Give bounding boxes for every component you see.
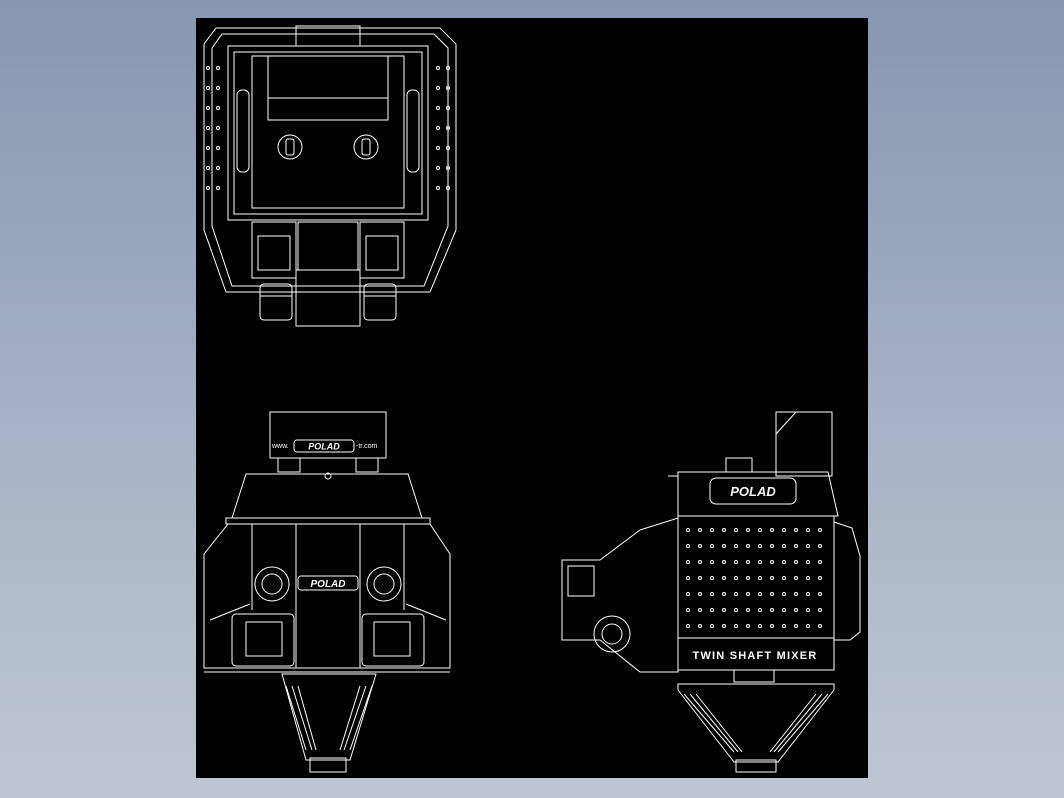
front-view-center-panel	[295, 523, 361, 669]
top-view-left-sight-glass	[236, 89, 250, 173]
top-view-left-port-slot	[285, 138, 295, 156]
front-view-right-brace	[405, 603, 447, 621]
top-view-right-sight-glass	[406, 89, 420, 173]
side-view-label: TWIN SHAFT MIXER	[693, 650, 818, 662]
front-view-hopper-hatch-right	[339, 685, 373, 751]
top-view-right-port	[353, 134, 379, 160]
front-view-panel-logo-frame	[297, 575, 359, 591]
top-view-lid-frame-inner	[233, 51, 423, 215]
side-view-gearbox	[593, 615, 631, 653]
top-view-left-drive-inner	[257, 235, 291, 271]
top-view-discharge-gate	[295, 269, 361, 327]
front-view-lid-center-mark	[324, 472, 332, 480]
front-view-header-box	[269, 411, 387, 459]
top-view-top-cap	[295, 25, 361, 47]
front-view-body	[203, 523, 451, 669]
top-view-right-drive-inner	[365, 235, 399, 271]
front-view-header-logo-frame	[293, 439, 355, 453]
side-view-logo-frame	[709, 477, 797, 505]
top-view-right-motor	[363, 283, 397, 321]
top-view-left-motor	[259, 283, 293, 321]
side-view-drive-cap	[567, 565, 595, 597]
top-view-inspection-hatch	[267, 55, 389, 121]
side-view-tower-step	[775, 411, 797, 435]
side-view: POLAD TWIN SHAFT MIXER	[561, 411, 861, 773]
side-view-cover	[677, 471, 839, 517]
side-view-bolt-grid	[686, 528, 822, 628]
top-view-inner-body	[211, 33, 449, 287]
side-view-hopper-outlet	[735, 759, 777, 773]
front-view-left-motor-plate	[245, 621, 283, 657]
cad-drawing: www. POLAD -tr.com POLAD	[203, 25, 861, 773]
front-view-right-bearing-inner	[373, 573, 395, 595]
front-view-right-inlet	[355, 457, 379, 473]
side-view-tower	[775, 411, 833, 477]
front-view-lid-rim	[225, 517, 431, 525]
front-view-right-motor	[361, 613, 425, 667]
side-view-logo: POLAD	[730, 484, 776, 499]
front-view-panel-logo: POLAD	[311, 579, 346, 590]
front-view-left-bearing-inner	[261, 573, 283, 595]
front-view-right-bearing	[366, 566, 402, 602]
side-view-hopper-hatch-right	[769, 693, 829, 753]
side-view-hopper-hatch-left	[683, 693, 743, 753]
side-view-hopper	[677, 683, 835, 763]
front-view-header-logo: POLAD	[308, 442, 340, 452]
front-view-hopper	[281, 673, 377, 761]
front-view-left-brace	[209, 603, 251, 621]
top-view-left-drive	[251, 221, 297, 279]
top-view-center-chute	[297, 221, 359, 271]
front-view-left-inlet	[277, 457, 301, 473]
front-view: www. POLAD -tr.com POLAD	[203, 411, 451, 773]
drawing-sheet: www. POLAD -tr.com POLAD	[196, 18, 868, 778]
top-view-right-drive	[359, 221, 405, 279]
top-view-bolt-pattern	[206, 66, 450, 190]
front-view-left-bearing	[254, 566, 290, 602]
top-view-right-port-slot	[361, 138, 371, 156]
top-view-lid-panel	[251, 55, 405, 209]
top-view-left-port	[277, 134, 303, 160]
side-view-end-cap	[833, 521, 861, 641]
front-view-hopper-outlet	[309, 757, 347, 773]
front-view-right-motor-plate	[373, 621, 411, 657]
front-view-lid	[231, 473, 423, 519]
front-view-hopper-hatch-left	[285, 685, 317, 751]
side-view-inlet	[725, 457, 753, 473]
front-view-left-motor	[231, 613, 295, 667]
top-view-lid-frame	[227, 45, 429, 221]
front-view-header-text-left: www.	[271, 443, 289, 450]
top-view	[203, 25, 457, 327]
front-view-header-text-right: -tr.com	[356, 443, 378, 450]
side-view-base-plate	[733, 669, 775, 683]
side-view-drive-housing	[561, 517, 679, 673]
top-view-outer-body	[203, 27, 457, 293]
side-view-gearbox-inner	[601, 623, 623, 645]
